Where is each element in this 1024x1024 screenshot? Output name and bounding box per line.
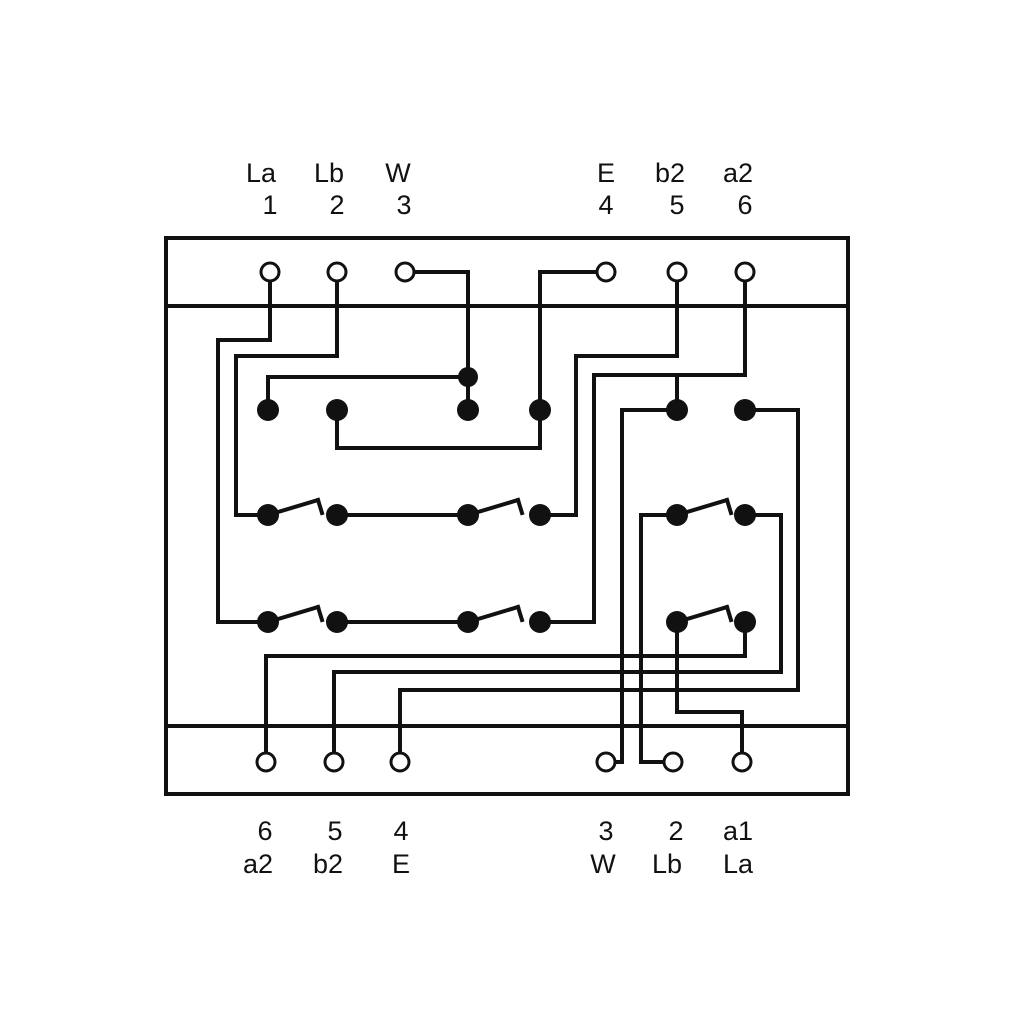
wire-lb-top [234,270,339,517]
outer-frame [164,236,850,796]
top-terminal-labels: La 1 Lb 2 W 3 E 4 b2 5 a2 6 [246,158,753,220]
contact-node [666,399,688,421]
top-terminal-name: E [597,158,615,188]
contact-node [457,504,479,526]
wire-la-top [216,270,272,624]
bottom-terminal-name: Lb [652,849,682,879]
wire-b2-top [538,270,679,517]
bottom-terminal-name: b2 [313,849,343,879]
terminals [255,261,756,773]
top-terminal-number: 6 [737,190,752,220]
top-terminal-number: 1 [262,190,277,220]
top-terminal [734,261,756,283]
bottom-terminal-number: a1 [723,816,753,846]
contact-tip [315,497,325,516]
top-terminal-number: 3 [396,190,411,220]
wire-a2-bottom [264,620,747,764]
bottom-terminal-number: 5 [327,816,342,846]
wire-w-branch [266,375,470,412]
contact-node [734,611,756,633]
wire-e-bridge [335,408,542,450]
contact-node [529,611,551,633]
enclosure [164,236,850,796]
contact-tip [515,604,525,623]
contact-node [734,399,756,421]
top-terminal-name: b2 [655,158,685,188]
bottom-terminal [731,751,753,773]
contact-node [666,504,688,526]
bottom-terminal-labels: 6 a2 5 b2 4 E 3 W 2 Lb a1 La [243,816,754,879]
contact-node [457,399,479,421]
wire-e-bottom [398,408,800,764]
wire-la-bottom [675,620,744,764]
wire-w-top [403,270,470,412]
contact-node [457,611,479,633]
top-terminal-number: 5 [669,190,684,220]
contact-tip [724,497,734,516]
top-terminal-number: 4 [598,190,613,220]
contact-tip [315,604,325,623]
contact-node [326,611,348,633]
contact-node [666,611,688,633]
bottom-terminal [662,751,684,773]
top-terminal-name: Lb [314,158,344,188]
top-terminal-name: W [385,158,411,188]
wiring [216,270,800,764]
bottom-terminal [323,751,345,773]
bottom-terminal [595,751,617,773]
bottom-terminal-name: a2 [243,849,273,879]
bottom-terminal-name: E [392,849,410,879]
bottom-terminal-number: 6 [257,816,272,846]
contact-tip [724,604,734,623]
bottom-terminal-number: 2 [668,816,683,846]
wire-b2-bottom [332,513,783,764]
contact-node [734,504,756,526]
contact-node [529,399,551,421]
top-terminal-number: 2 [329,190,344,220]
top-terminal [666,261,688,283]
bottom-terminal [255,751,277,773]
wire-e-top [538,270,608,412]
contact-tip [515,497,525,516]
contact-node [257,399,279,421]
wire-lb-bottom [639,513,679,764]
contact-nodes [257,367,756,633]
junction-node [458,367,478,387]
bottom-terminal [389,751,411,773]
contact-node [257,611,279,633]
top-terminal [259,261,281,283]
contact-node [326,399,348,421]
contact-node [257,504,279,526]
top-terminal [394,261,416,283]
contact-node [326,504,348,526]
bottom-terminal-number: 3 [598,816,613,846]
bottom-terminal-name: La [723,849,754,879]
contact-node [529,504,551,526]
top-terminal-name: a2 [723,158,753,188]
top-terminal-name: La [246,158,277,188]
bottom-terminal-number: 4 [393,816,408,846]
bottom-terminal-name: W [590,849,616,879]
wire-a2-top [538,270,747,624]
top-terminal [595,261,617,283]
top-terminal [326,261,348,283]
